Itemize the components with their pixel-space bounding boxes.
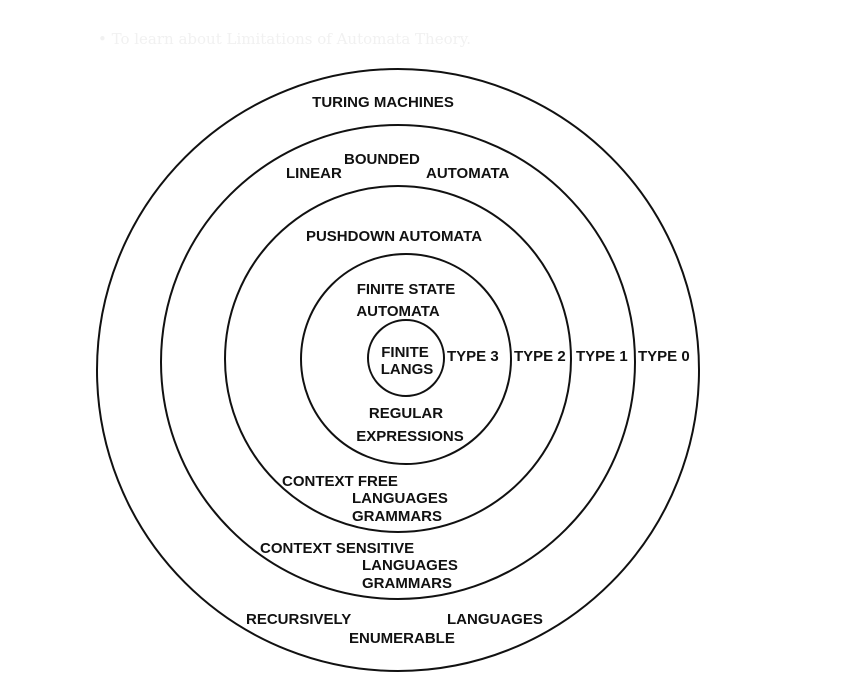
- finite-state-automata-ring: [300, 253, 512, 465]
- pushdown-automata-ring: [224, 185, 572, 533]
- type-3-label: TYPE 3: [447, 348, 499, 365]
- turing-machines-ring: [96, 68, 700, 672]
- type-1-label: TYPE 1: [576, 348, 628, 365]
- langs-label: LANGS: [381, 361, 434, 378]
- turing-machines-title: TURING MACHINES: [312, 94, 454, 111]
- grammars-label-type1: GRAMMARS: [362, 575, 452, 592]
- faded-bullet-text: • To learn about Limitations of Automata…: [98, 30, 472, 48]
- enumerable-label: ENUMERABLE: [349, 630, 455, 647]
- context-sensitive-label: CONTEXT SENSITIVE: [260, 540, 414, 557]
- bounded-label: BOUNDED: [344, 151, 420, 168]
- languages-label-type2: LANGUAGES: [352, 490, 448, 507]
- languages-label-type1: LANGUAGES: [362, 557, 458, 574]
- linear-bounded-automata-ring: [160, 124, 636, 600]
- finite-label: FINITE: [381, 344, 429, 361]
- expressions-label: EXPRESSIONS: [356, 428, 464, 445]
- languages-label-type0: LANGUAGES: [447, 611, 543, 628]
- automata-label-type3: AUTOMATA: [356, 303, 439, 320]
- recursively-label: RECURSIVELY: [246, 611, 351, 628]
- context-free-label: CONTEXT FREE: [282, 473, 398, 490]
- type-0-label: TYPE 0: [638, 348, 690, 365]
- linear-label: LINEAR: [286, 165, 342, 182]
- finite-languages-ring: [367, 319, 445, 397]
- grammars-label-type2: GRAMMARS: [352, 508, 442, 525]
- finite-state-label: FINITE STATE: [357, 281, 456, 298]
- pushdown-automata-title: PUSHDOWN AUTOMATA: [306, 228, 482, 245]
- automata-label-type1: AUTOMATA: [426, 165, 509, 182]
- type-2-label: TYPE 2: [514, 348, 566, 365]
- regular-label: REGULAR: [369, 405, 443, 422]
